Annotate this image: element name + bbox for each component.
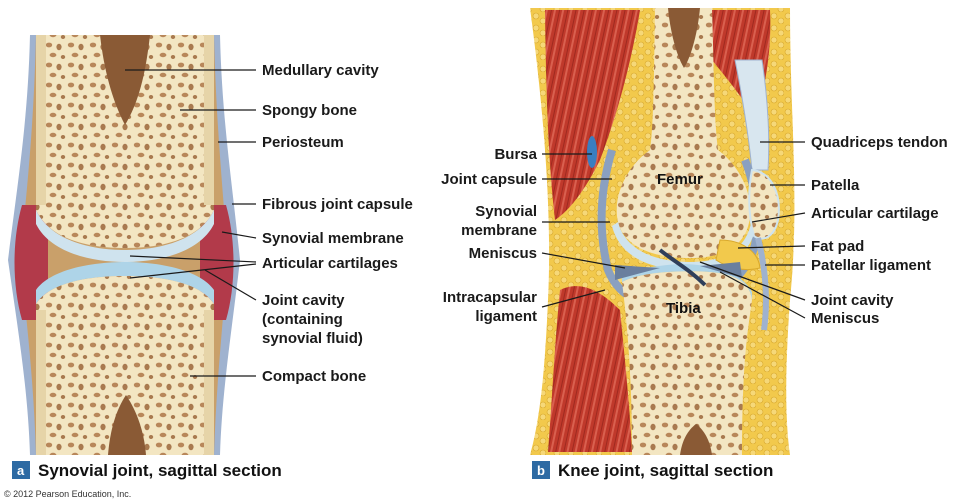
panel-b-right-labels: Quadriceps tendon Patella Articular cart… [811,134,948,327]
label-meniscus-right: Meniscus [811,310,879,327]
label-joint-cavity-b: Joint cavity [811,292,894,309]
label-femur: Femur [657,171,703,188]
copyright-notice: © 2012 Pearson Education, Inc. [4,489,131,499]
label-periosteum: Periosteum [262,134,344,151]
bursa-shape [587,136,597,168]
label-quadriceps-tendon: Quadriceps tendon [811,134,948,151]
upper-articular-cartilage [36,210,214,262]
panel-a-caption-text: Synovial joint, sagittal section [38,461,282,480]
label-medullary-cavity: Medullary cavity [262,62,379,79]
label-meniscus-left: Meniscus [469,245,537,262]
label-compact-bone: Compact bone [262,368,366,385]
intracapsular-ligament-shape [658,248,707,287]
label-articular-cartilage: Articular cartilage [811,205,939,222]
label-intracapsular-ligament: Intracapsular [443,289,537,306]
label-synovial-membrane-b: Synovial [475,203,537,220]
label-articular-cartilages: Articular cartilages [262,255,398,272]
femur-shape [616,8,751,258]
posterior-muscle-lower [548,286,632,452]
panel-b-illustration [530,8,795,455]
label-joint-capsule: Joint capsule [441,171,537,188]
panel-b-caption: b Knee joint, sagittal section [532,461,773,480]
panel-a-letter: a [17,463,25,478]
tibia-medullary [680,424,712,455]
panel-a-leader-lines [125,69,257,377]
panel-b-bone-labels: Femur Tibia [657,171,703,317]
label-synovial-membrane-b-line2: membrane [461,222,537,239]
femur-medullary [668,8,700,68]
label-joint-cavity: Joint cavity [262,292,345,309]
panel-b-badge [532,461,550,479]
meniscus-posterior [615,265,660,280]
panel-b-caption-text: Knee joint, sagittal section [558,461,773,480]
label-spongy-bone: Spongy bone [262,102,357,119]
panel-a-labels: Medullary cavity Spongy bone Periosteum … [262,62,413,385]
label-fat-pad: Fat pad [811,238,864,255]
femur-articular-cartilage [612,215,756,270]
panel-b-leader-lines [541,141,806,319]
panel-a-illustration [8,35,240,455]
tibia-articular-cartilage [622,264,752,300]
label-bursa: Bursa [494,146,537,163]
posterior-muscle-upper [545,10,640,220]
medullary-cavity-shape [100,35,150,125]
label-intracapsular-ligament-line2: ligament [475,308,537,325]
panel-a-caption: a Synovial joint, sagittal section [12,461,282,480]
label-joint-cavity-line2: (containing [262,311,343,328]
panel-a-badge [12,461,30,479]
lower-medullary-cavity-shape [108,395,146,455]
label-joint-cavity-line3: synovial fluid) [262,330,363,347]
label-synovial-membrane: Synovial membrane [262,230,404,247]
tibia-shape [622,271,752,455]
label-patellar-ligament: Patellar ligament [811,257,931,274]
label-tibia: Tibia [666,300,701,317]
upper-bone-shape [36,35,214,248]
lower-articular-cartilage [36,262,214,304]
lower-bone-shape [36,276,214,455]
panel-b-letter: b [537,463,545,478]
label-fibrous-joint-capsule: Fibrous joint capsule [262,196,413,213]
label-patella: Patella [811,177,860,194]
panel-b-left-labels: Bursa Joint capsule Synovial membrane Me… [441,146,538,325]
